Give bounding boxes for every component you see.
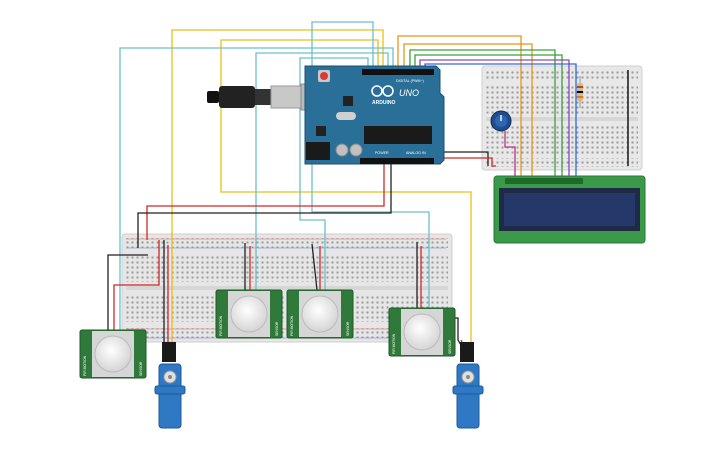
wire-cyan-pir-1 — [119, 47, 394, 330]
wire-yellow-servo-right — [220, 39, 472, 352]
wire-magenta-pot — [504, 131, 516, 180]
wire-green-2 — [414, 54, 563, 180]
lcd-display — [493, 175, 646, 244]
wire-orange-2 — [403, 43, 533, 180]
lcd-pin-header — [505, 178, 583, 184]
wire-green-1 — [409, 49, 556, 180]
pir-sensor-4: PIR MOTION SENSOR — [388, 307, 456, 357]
wire-black-gnd-main — [137, 162, 392, 248]
pir-sensor-3: PIR MOTION SENSOR — [286, 289, 354, 339]
wire-black-gnd-upper — [432, 151, 489, 166]
pir-sensor-1: PIR MOTION SENSOR — [79, 329, 147, 379]
wire-red-5v-upper — [432, 157, 496, 167]
wire-red-5v-main — [146, 162, 385, 240]
resistor — [577, 76, 583, 108]
potentiometer[interactable] — [490, 110, 512, 132]
analog-label: ANALOG IN — [406, 151, 426, 155]
pir-side-label-right: SENSOR — [275, 321, 279, 336]
pir-side-label-left: PIR MOTION — [290, 315, 294, 336]
power-label: POWER — [375, 151, 389, 155]
wire-orange-1 — [397, 35, 522, 180]
arduino-logo-icon — [371, 85, 394, 97]
pir-side-label-left: PIR MOTION — [219, 315, 223, 336]
wire-cyan-pir-4 — [299, 57, 369, 290]
pir-side-label-right: SENSOR — [139, 361, 143, 376]
pir-side-label-right: SENSOR — [346, 321, 350, 336]
reset-button[interactable] — [320, 72, 328, 80]
servo-motor-2[interactable] — [452, 342, 484, 429]
servo-motor-1[interactable] — [154, 342, 186, 429]
pir-side-label-left: PIR MOTION — [83, 355, 87, 376]
arduino-brand-label: ARDUINO — [372, 100, 395, 106]
wire-cyan-pir-2 — [255, 52, 389, 290]
pir-side-label-right: SENSOR — [448, 339, 452, 354]
lcd-screen — [504, 193, 635, 226]
arduino-uno[interactable]: ARDUINO UNO DIGITAL (PWM~) POWER ANALOG … — [304, 65, 445, 165]
wire-purple — [419, 59, 570, 180]
pir-sensor-2: PIR MOTION SENSOR — [215, 289, 283, 339]
arduino-model-label: UNO — [399, 88, 419, 98]
pir-side-label-left: PIR MOTION — [392, 333, 396, 354]
digital-header-label: DIGITAL (PWM~) — [396, 79, 424, 83]
